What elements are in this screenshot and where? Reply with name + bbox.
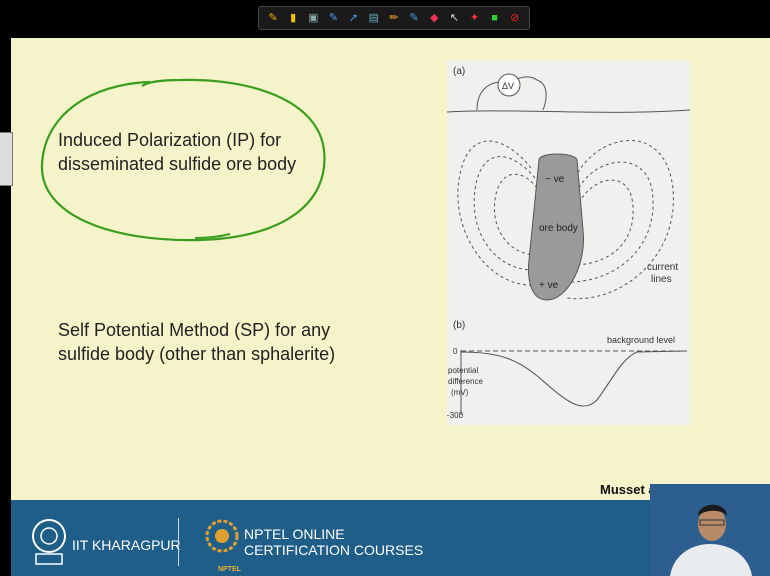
laser-icon[interactable]: ✦: [468, 12, 480, 24]
nptel-line2: CERTIFICATION COURSES: [244, 542, 423, 558]
stamp-icon[interactable]: ▣: [307, 12, 319, 24]
zero-tick: 0: [453, 347, 458, 356]
highlighter-icon[interactable]: ▮: [287, 12, 299, 24]
annotation-toolbar: ✎ ▮ ▣ ✎ ➚ ▤ ✏ ✎ ◆ ↖ ✦ ■ ⊘: [258, 6, 530, 30]
ore-label: ore body: [539, 223, 578, 234]
potential-label2: difference: [448, 377, 484, 386]
top-bar: ✎ ▮ ▣ ✎ ➚ ▤ ✏ ✎ ◆ ↖ ✦ ■ ⊘: [0, 0, 770, 38]
pos-label: + ve: [539, 280, 559, 291]
current-lines-label2: lines: [651, 274, 672, 285]
background-level-label: background level: [607, 335, 675, 345]
pointer-icon[interactable]: ↖: [448, 12, 460, 24]
color-icon[interactable]: ■: [489, 12, 501, 24]
textbox-icon[interactable]: ▤: [368, 12, 380, 24]
left-edge-marker: [0, 132, 13, 186]
panel-a-label: (a): [453, 66, 465, 77]
pencil-icon[interactable]: ✏: [388, 12, 400, 24]
presenter-image: [650, 484, 770, 576]
ip-text: Induced Polarization (IP) for disseminat…: [58, 128, 296, 176]
nptel-logo-icon: [204, 516, 240, 564]
presenter-webcam: [650, 484, 770, 576]
marker-icon[interactable]: ✎: [408, 12, 420, 24]
pen-icon[interactable]: ✎: [267, 12, 279, 24]
sp-text: Self Potential Method (SP) for any sulfi…: [58, 318, 335, 366]
iit-logo-icon: [30, 514, 68, 568]
current-lines-label1: current: [647, 262, 678, 273]
ip-text-line2: disseminated sulfide ore body: [58, 152, 296, 176]
potential-label3: (mV): [451, 388, 469, 397]
ip-text-line1: Induced Polarization (IP) for: [58, 128, 296, 152]
nptel-text: NPTEL ONLINE CERTIFICATION COURSES: [244, 526, 423, 558]
neg-label: − ve: [545, 174, 565, 185]
panel-b-label: (b): [453, 320, 465, 331]
institute-name: IIT KHARAGPUR: [72, 537, 181, 553]
footer-divider: [178, 518, 179, 566]
eraser-icon[interactable]: ◆: [428, 12, 440, 24]
sp-text-line2: sulfide body (other than sphalerite): [58, 342, 335, 366]
min-tick: −300: [447, 411, 464, 420]
sp-figure: (a) ΔV − ve ore body + ve current lines …: [447, 60, 690, 425]
pen-blue-icon[interactable]: ✎: [327, 12, 339, 24]
delta-v-label: ΔV: [502, 81, 514, 91]
potential-label1: potential: [448, 366, 478, 375]
potential-curve: [461, 351, 687, 406]
sp-figure-svg: (a) ΔV − ve ore body + ve current lines …: [447, 60, 690, 425]
arrow-icon[interactable]: ➚: [348, 12, 360, 24]
close-icon[interactable]: ⊘: [509, 12, 521, 24]
nptel-line1: NPTEL ONLINE: [244, 526, 423, 542]
sp-text-line1: Self Potential Method (SP) for any: [58, 318, 335, 342]
nptel-small-label: NPTEL: [218, 566, 241, 573]
